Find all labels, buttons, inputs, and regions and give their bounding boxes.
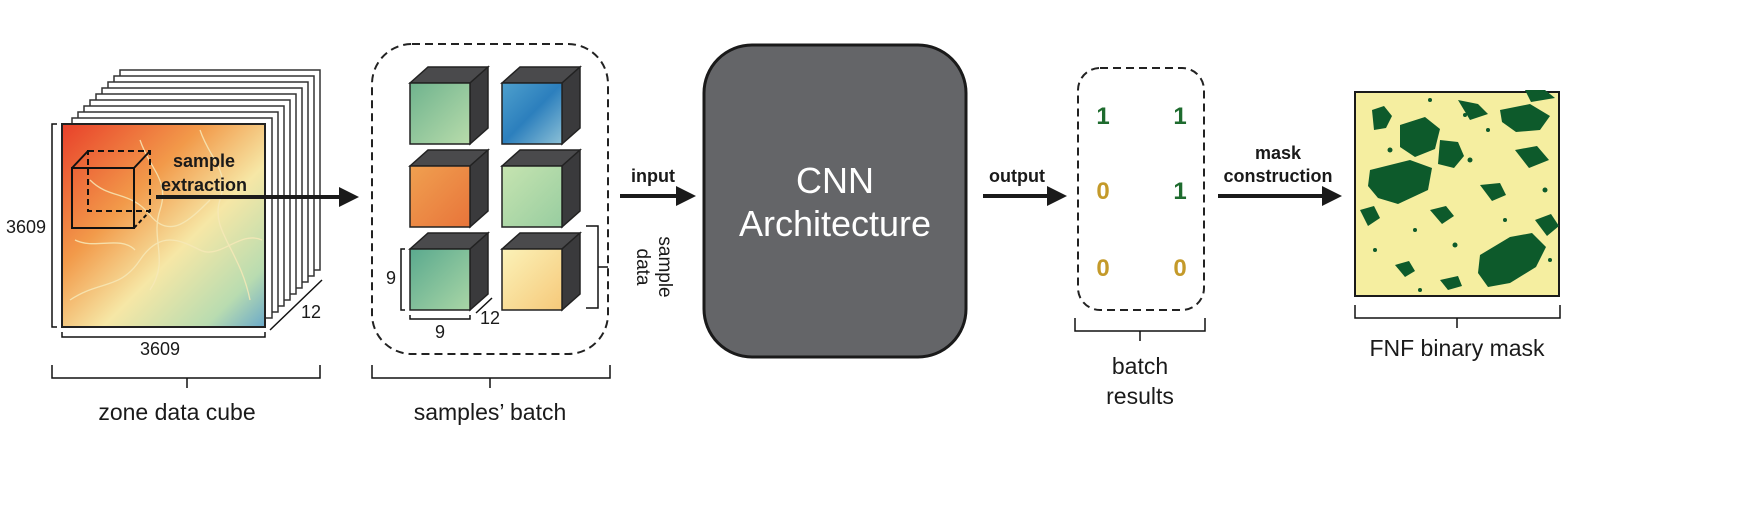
height-label: 3609 (6, 217, 46, 237)
results-label-2: results (1106, 383, 1174, 409)
sample-width-label: 9 (435, 322, 445, 342)
result-value: 1 (1173, 103, 1186, 130)
sample-tile (408, 148, 490, 229)
sample-tile (500, 148, 582, 229)
sample-tile (408, 231, 490, 312)
data-sample-label-2: sample (654, 236, 675, 297)
mask-label: FNF binary mask (1369, 335, 1545, 361)
batch-frame (371, 43, 609, 355)
sample-width-bracket (409, 315, 471, 320)
result-value: 0 (1096, 178, 1109, 205)
extraction-box (71, 167, 135, 229)
cnn-title-1: CNN (796, 160, 874, 201)
results-label-1: batch (1112, 353, 1168, 379)
zone-group-bracket (51, 365, 321, 388)
sample-tile (500, 65, 582, 146)
samples-batch (371, 43, 611, 388)
sample-depth-bracket (475, 297, 493, 314)
output-label: output (989, 166, 1045, 186)
extraction-box-back (87, 150, 151, 212)
data-sample-bracket (586, 225, 608, 309)
cnn-title-2: Architecture (739, 203, 931, 244)
extraction-label-1: sample (173, 151, 235, 171)
result-value: 0 (1096, 255, 1109, 282)
mask-group-bracket (1354, 305, 1561, 328)
mask-speckle (1373, 98, 1552, 292)
width-bracket (61, 332, 266, 338)
results-frame (1077, 67, 1205, 311)
mask-forest-patches (1360, 90, 1559, 290)
data-sample-label-1: data (632, 249, 653, 286)
result-value: 1 (1173, 178, 1186, 205)
results-group-bracket (1074, 318, 1206, 341)
cnn-block (702, 43, 968, 359)
mask-arrow-label-2: construction (1223, 166, 1332, 186)
height-bracket (51, 123, 57, 328)
zone-cube-label: zone data cube (98, 399, 255, 425)
width-label: 3609 (140, 339, 180, 359)
sample-tile (500, 231, 582, 312)
batch-group-bracket (371, 365, 611, 388)
result-value: 1 (1096, 103, 1109, 130)
fnf-mask (1354, 90, 1561, 328)
mask-arrow-label-1: mask (1255, 143, 1302, 163)
sample-height-label: 9 (386, 268, 396, 288)
depth-bracket (269, 279, 323, 331)
sample-depth-label: 12 (480, 308, 500, 328)
sample-tile (408, 65, 490, 146)
extraction-label-2: extraction (161, 175, 247, 195)
depth-label: 12 (301, 302, 321, 322)
batch-label: samples’ batch (414, 399, 567, 425)
sample-height-bracket (400, 248, 405, 311)
result-value: 0 (1173, 255, 1186, 282)
zone-data-cube (51, 69, 323, 388)
input-label: input (631, 166, 675, 186)
